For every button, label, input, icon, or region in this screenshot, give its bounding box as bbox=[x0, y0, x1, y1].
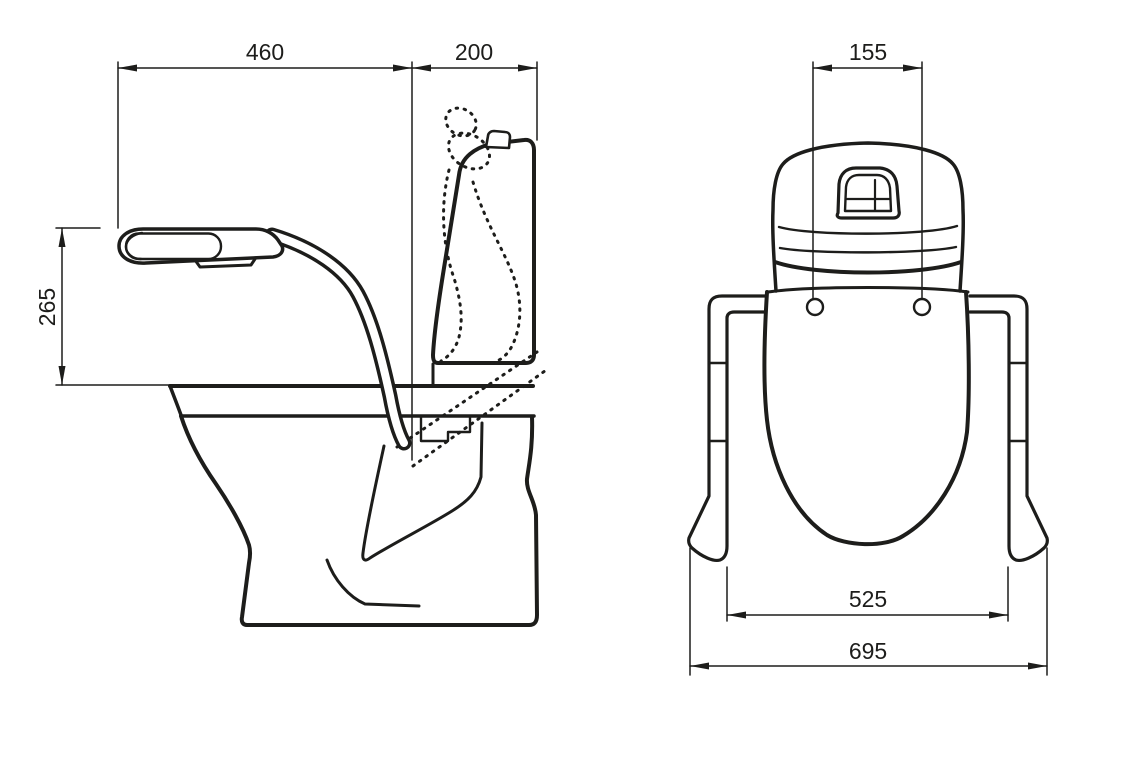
arrow-right bbox=[903, 64, 922, 72]
cistern-front bbox=[770, 141, 966, 293]
armrest-front-left bbox=[687, 294, 768, 563]
trap-interior-line bbox=[361, 421, 484, 562]
hinge-bolt-left bbox=[805, 297, 825, 317]
front-view bbox=[687, 141, 1049, 563]
dimension-155: 155 bbox=[812, 39, 923, 300]
dimension-695: 695 bbox=[689, 547, 1048, 676]
seat-slab-front-edge bbox=[168, 384, 183, 417]
flush-button-outer bbox=[835, 166, 901, 220]
dim-460-label: 460 bbox=[246, 39, 284, 65]
armrest-front-right bbox=[968, 294, 1049, 563]
armrest-pad-cushion bbox=[124, 232, 223, 261]
base-interior-curve bbox=[325, 558, 421, 608]
arrow-left bbox=[412, 64, 431, 72]
dimension-265: 265 bbox=[34, 227, 171, 386]
dimension-200: 200 bbox=[411, 39, 538, 141]
seat-hinge-bracket bbox=[419, 415, 472, 443]
seat-top-edge-front bbox=[766, 286, 970, 294]
cistern-lid-seam-2 bbox=[778, 245, 958, 254]
raised-seat-dashed-outline bbox=[395, 106, 551, 468]
dim-200-label: 200 bbox=[455, 39, 493, 65]
bowl-pedestal-side bbox=[179, 414, 539, 627]
armrest-tube-core bbox=[268, 231, 408, 447]
armrest-pad-side bbox=[117, 227, 285, 269]
arrow-right bbox=[518, 64, 537, 72]
cistern-base-joint bbox=[773, 260, 963, 275]
raised-lid-edge-dashed-right bbox=[471, 180, 522, 366]
armrest-right-outline bbox=[968, 294, 1049, 563]
dim-155-label: 155 bbox=[849, 39, 887, 65]
arrow-left bbox=[690, 662, 709, 670]
side-view bbox=[117, 106, 551, 627]
arrow-left bbox=[118, 64, 137, 72]
bowl-outer-outline bbox=[179, 414, 539, 627]
raised-lid-edge-dashed-left bbox=[439, 168, 463, 363]
cistern-lid-seam-1 bbox=[777, 224, 959, 235]
dimension-525: 525 bbox=[726, 566, 1009, 622]
arrow-top bbox=[58, 228, 66, 247]
armrest-left-outline bbox=[687, 294, 768, 563]
arrow-bottom bbox=[58, 366, 66, 385]
seat-oval-outline bbox=[762, 290, 971, 547]
armrest-pad-lip bbox=[193, 257, 257, 269]
cistern-side-outline bbox=[431, 137, 536, 365]
dim-265-label: 265 bbox=[34, 288, 60, 326]
hinge-bolt-right bbox=[912, 297, 932, 317]
dim-525-label: 525 bbox=[849, 586, 887, 612]
flush-button-side bbox=[484, 129, 512, 150]
seat-front bbox=[762, 286, 971, 547]
arrow-left bbox=[727, 611, 746, 619]
flush-button-front bbox=[835, 166, 901, 220]
arrow-right bbox=[989, 611, 1008, 619]
armrest-pad-outline bbox=[117, 227, 285, 265]
flush-button-inner bbox=[843, 173, 893, 213]
arrow-right bbox=[1028, 662, 1047, 670]
dimension-460: 460 bbox=[117, 39, 413, 461]
arrow-left bbox=[813, 64, 832, 72]
dim-695-label: 695 bbox=[849, 638, 887, 664]
raised-lid-loop-dashed bbox=[447, 131, 491, 171]
arrow-right bbox=[393, 64, 412, 72]
dimensions: 460 200 265 155 bbox=[34, 39, 1048, 676]
raised-lid-knob-dashed bbox=[444, 106, 478, 138]
cistern-front-outline bbox=[770, 141, 966, 293]
armrest-support-side bbox=[264, 227, 412, 451]
seat-slab-side bbox=[168, 362, 536, 418]
